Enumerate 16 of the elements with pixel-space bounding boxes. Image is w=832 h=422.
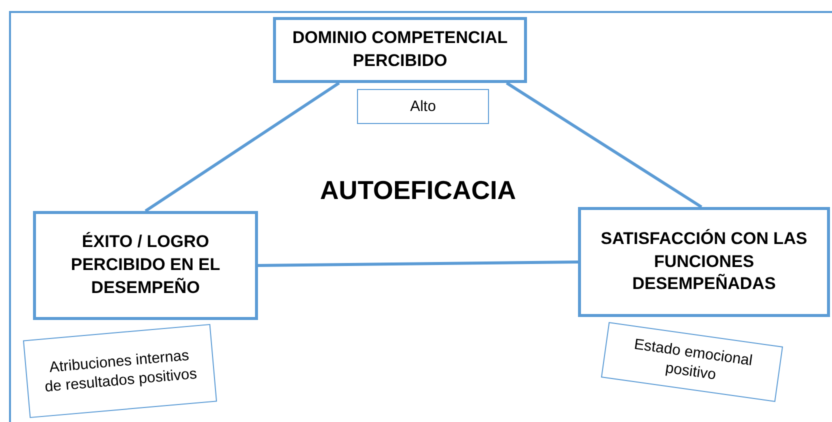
concept-label: DOMINIO COMPETENCIAL PERCIBIDO xyxy=(291,27,509,72)
note-box xyxy=(357,89,489,124)
concept-label: ÉXITO / LOGRO PERCIBIDO EN EL DESEMPEÑO xyxy=(70,231,222,299)
note-box xyxy=(600,322,784,402)
connector-line xyxy=(506,82,702,208)
note-text: Atribuciones internas de resultados positivos xyxy=(43,345,199,398)
concept-label: SATISFACCIÓN CON LAS FUNCIONES DESEMPEÑADAS xyxy=(600,228,808,296)
connector-line xyxy=(144,82,340,212)
note-text: Alto xyxy=(410,96,436,116)
center-label: AUTOEFICACIA xyxy=(319,175,517,206)
concept-box xyxy=(273,17,527,83)
note-text: Estado emocional positivo xyxy=(632,334,755,386)
concept-box xyxy=(578,207,830,317)
connector-line xyxy=(258,260,578,267)
note-box xyxy=(22,324,218,418)
concept-box xyxy=(33,211,258,320)
